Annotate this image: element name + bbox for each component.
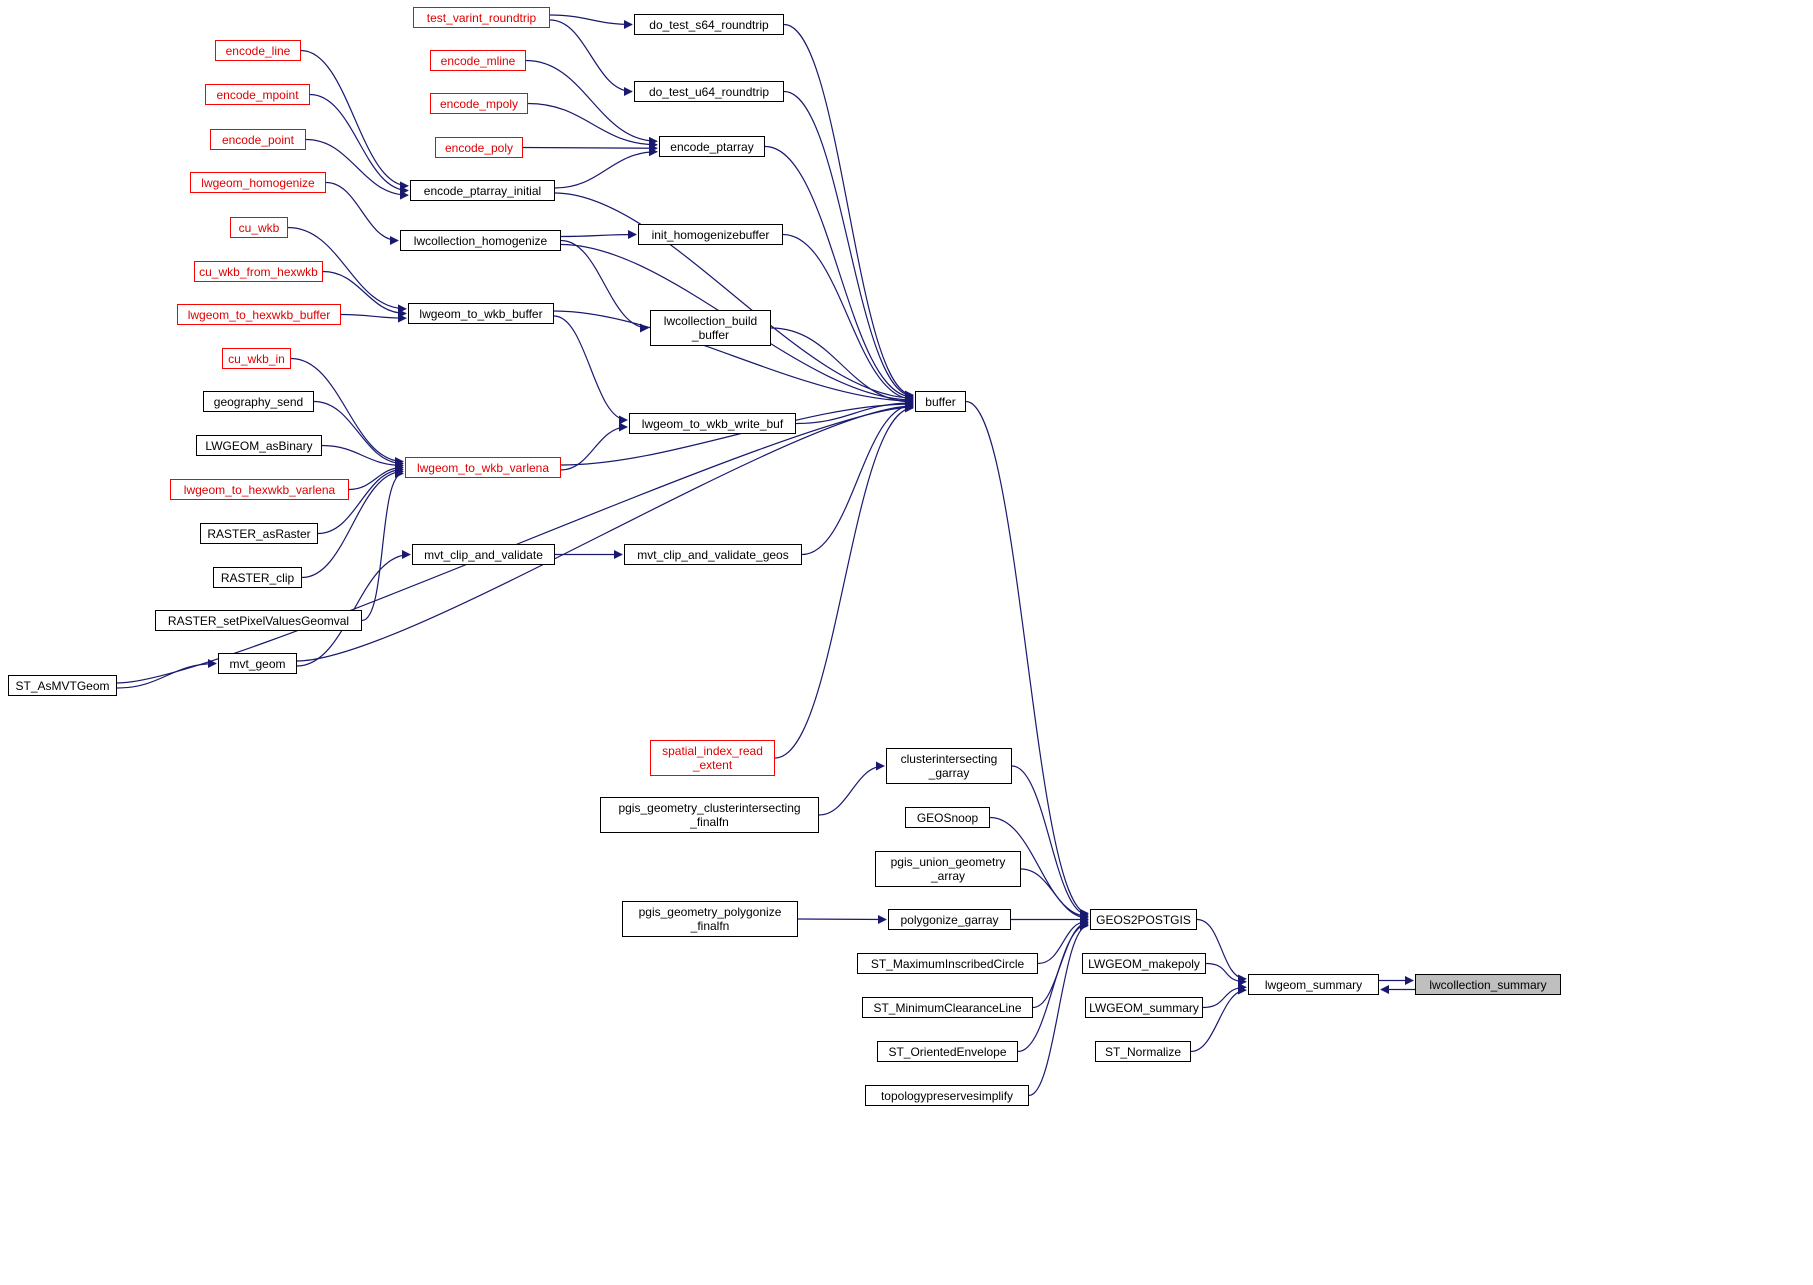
graph-node-mvt_geom[interactable]: mvt_geom [218,653,297,674]
call-edge-mvt_geom-to-buffer [296,401,914,662]
graph-node-encode_mpoly[interactable]: encode_mpoly [430,93,528,114]
graph-node-topologypreservesimplify[interactable]: topologypreservesimplify [865,1085,1029,1106]
call-edge-pgis_geometry_polygonize_finalfn-to-polygonize_garray [797,914,887,924]
call-edge-encode_mpoly-to-encode_ptarray [527,102,658,150]
call-edge-test_varint_roundtrip-to-do_test_u64_roundtrip [549,19,633,96]
call-edge-ST_OrientedEnvelope-to-GEOS2POSTGIS [1017,919,1089,1053]
call-edge-lwcollection_homogenize-to-lwcollection_build_buffer [560,239,649,333]
call-edge-encode_ptarray-to-buffer [764,145,914,402]
call-edge-cu_wkb-to-lwgeom_to_wkb_buffer [287,226,407,314]
graph-node-lwgeom_homogenize[interactable]: lwgeom_homogenize [190,172,326,193]
graph-node-geography_send[interactable]: geography_send [203,391,314,412]
graph-node-lwcollection_homogenize[interactable]: lwcollection_homogenize [400,230,561,251]
graph-node-polygonize_garray[interactable]: polygonize_garray [888,909,1011,930]
call-edge-encode_ptarray_initial-to-buffer [554,192,914,403]
graph-node-do_test_s64_roundtrip[interactable]: do_test_s64_roundtrip [634,14,784,35]
call-edge-topologypreservesimplify-to-GEOS2POSTGIS [1028,921,1089,1097]
graph-node-RASTER_asRaster[interactable]: RASTER_asRaster [200,523,318,544]
call-edge-do_test_s64_roundtrip-to-buffer [783,23,914,400]
graph-node-encode_ptarray_initial[interactable]: encode_ptarray_initial [410,180,555,201]
call-edge-lwgeom_homogenize-to-lwcollection_homogenize [325,181,399,245]
graph-node-ST_MaximumInscribedCircle[interactable]: ST_MaximumInscribedCircle [857,953,1038,974]
call-edge-lwcollection_build_buffer-to-buffer [770,327,914,407]
call-edge-test_varint_roundtrip-to-do_test_s64_roundtrip [549,14,633,29]
graph-node-encode_point[interactable]: encode_point [210,129,306,150]
graph-node-encode_mline[interactable]: encode_mline [430,50,526,71]
call-edge-RASTER_clip-to-lwgeom_to_wkb_varlena [301,467,404,579]
graph-node-cu_wkb_in[interactable]: cu_wkb_in [222,348,291,369]
graph-node-pgis_geometry_clusterintersecting_finalfn[interactable]: pgis_geometry_clusterintersecting _final… [600,797,819,833]
graph-node-GEOS2POSTGIS[interactable]: GEOS2POSTGIS [1090,909,1197,930]
graph-node-lwgeom_to_hexwkb_varlena[interactable]: lwgeom_to_hexwkb_varlena [170,479,349,500]
graph-node-test_varint_roundtrip[interactable]: test_varint_roundtrip [413,7,550,28]
graph-node-LWGEOM_makepoly[interactable]: LWGEOM_makepoly [1082,953,1206,974]
call-edge-GEOS2POSTGIS-to-lwgeom_summary [1196,918,1247,984]
call-edge-pgis_union_geometry_array-to-GEOS2POSTGIS [1020,868,1089,923]
call-edge-LWGEOM_makepoly-to-lwgeom_summary [1205,962,1247,987]
graph-node-pgis_union_geometry_array[interactable]: pgis_union_geometry _array [875,851,1021,887]
graph-node-lwgeom_to_wkb_varlena[interactable]: lwgeom_to_wkb_varlena [405,457,561,478]
graph-node-lwgeom_to_wkb_buffer[interactable]: lwgeom_to_wkb_buffer [408,303,554,324]
call-edge-encode_ptarray_initial-to-encode_ptarray [554,147,658,189]
graph-node-LWGEOM_asBinary[interactable]: LWGEOM_asBinary [196,435,322,456]
graph-node-init_homogenizebuffer[interactable]: init_homogenizebuffer [638,224,783,245]
call-edge-ST_AsMVTGeom-to-mvt_geom [116,659,217,689]
call-edge-encode_mpoint-to-encode_ptarray_initial [309,93,409,195]
call-edge-lwgeom_to_wkb_buffer-to-lwgeom_to_wkb_write_buf [553,315,628,425]
graph-node-lwgeom_summary[interactable]: lwgeom_summary [1248,974,1379,995]
graph-node-RASTER_clip[interactable]: RASTER_clip [213,567,302,588]
graph-node-ST_AsMVTGeom[interactable]: ST_AsMVTGeom [8,675,117,696]
call-edge-cu_wkb_in-to-lwgeom_to_wkb_varlena [290,357,404,466]
call-edge-encode_mline-to-encode_ptarray [525,59,658,146]
graph-node-cu_wkb[interactable]: cu_wkb [230,217,288,238]
call-edge-lwgeom_to_hexwkb_buffer-to-lwgeom_to_wkb_buffer [340,313,407,323]
call-edge-encode_line-to-encode_ptarray_initial [300,49,409,191]
call-edge-ST_Normalize-to-lwgeom_summary [1190,985,1247,1053]
call-edge-RASTER_asRaster-to-lwgeom_to_wkb_varlena [317,465,404,535]
call-edge-spatial_index_read_extent-to-buffer [774,403,914,759]
call-edge-lwgeom_to_wkb_buffer-to-buffer [553,310,914,406]
call-edge-cu_wkb_from_hexwkb-to-lwgeom_to_wkb_buffer [322,270,407,318]
graph-node-cu_wkb_from_hexwkb[interactable]: cu_wkb_from_hexwkb [194,261,323,282]
graph-node-ST_MinimumClearanceLine[interactable]: ST_MinimumClearanceLine [862,997,1033,1018]
graph-node-RASTER_setPixelValuesGeomval[interactable]: RASTER_setPixelValuesGeomval [155,610,362,631]
graph-node-do_test_u64_roundtrip[interactable]: do_test_u64_roundtrip [634,81,784,102]
call-edge-encode_point-to-encode_ptarray_initial [305,138,409,200]
call-edge-lwgeom_to_wkb_varlena-to-lwgeom_to_wkb_write_buf [560,422,628,471]
graph-node-encode_poly[interactable]: encode_poly [435,137,523,158]
graph-node-lwcollection_summary: lwcollection_summary [1415,974,1561,995]
call-edge-pgis_geometry_clusterintersecting_finalfn-to-clusterintersecting_garray [818,761,885,816]
call-edge-init_homogenizebuffer-to-buffer [782,233,914,404]
graph-node-mvt_clip_and_validate[interactable]: mvt_clip_and_validate [412,544,555,565]
graph-node-ST_Normalize[interactable]: ST_Normalize [1095,1041,1191,1062]
graph-node-lwcollection_build_buffer[interactable]: lwcollection_build _buffer [650,310,771,346]
call-edge-buffer-to-GEOS2POSTGIS [965,400,1089,918]
call-edge-lwgeom_to_wkb_write_buf-to-buffer [795,398,914,425]
call-edge-lwgeom_to_wkb_varlena-to-buffer [560,399,914,466]
call-edge-mvt_clip_and_validate_geos-to-buffer [801,400,914,556]
graph-node-lwgeom_to_hexwkb_buffer[interactable]: lwgeom_to_hexwkb_buffer [177,304,341,325]
call-edge-LWGEOM_summary-to-lwgeom_summary [1202,982,1247,1009]
call-edge-clusterintersecting_garray-to-GEOS2POSTGIS [1011,765,1089,920]
graph-node-encode_mpoint[interactable]: encode_mpoint [205,84,310,105]
graph-node-LWGEOM_summary[interactable]: LWGEOM_summary [1085,997,1203,1018]
graph-node-lwgeom_to_wkb_write_buf[interactable]: lwgeom_to_wkb_write_buf [629,413,796,434]
call-edge-GEOSnoop-to-GEOS2POSTGIS [989,816,1089,921]
graph-node-GEOSnoop[interactable]: GEOSnoop [905,807,990,828]
graph-node-spatial_index_read_extent[interactable]: spatial_index_read _extent [650,740,775,776]
call-edge-lwcollection_homogenize-to-init_homogenizebuffer [560,230,637,240]
call-edge-RASTER_setPixelValuesGeomval-to-lwgeom_to_wkb_varlena [361,469,404,622]
call-edge-encode_poly-to-encode_ptarray [522,143,658,153]
call-edge-do_test_u64_roundtrip-to-buffer [783,90,914,401]
graph-node-clusterintersecting_garray[interactable]: clusterintersecting _garray [886,748,1012,784]
graph-node-buffer[interactable]: buffer [915,391,966,412]
call-edge-LWGEOM_asBinary-to-lwgeom_to_wkb_varlena [321,444,404,470]
graph-node-encode_line[interactable]: encode_line [215,40,301,61]
graph-node-mvt_clip_and_validate_geos[interactable]: mvt_clip_and_validate_geos [624,544,802,565]
graph-node-ST_OrientedEnvelope[interactable]: ST_OrientedEnvelope [877,1041,1018,1062]
call-edge-geography_send-to-lwgeom_to_wkb_varlena [313,400,404,468]
graph-node-pgis_geometry_polygonize_finalfn[interactable]: pgis_geometry_polygonize _finalfn [622,901,798,937]
graph-node-encode_ptarray[interactable]: encode_ptarray [659,136,765,157]
